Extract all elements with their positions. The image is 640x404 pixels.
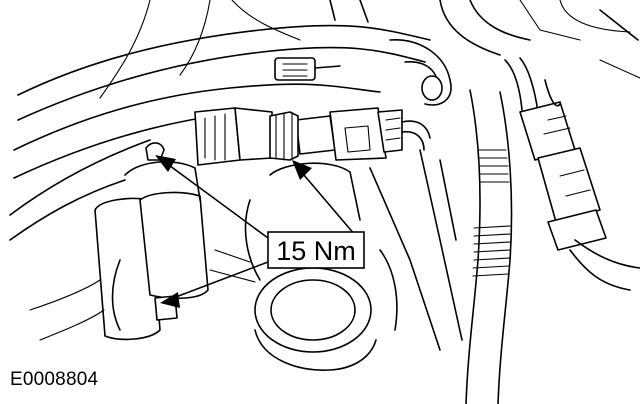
torque-label: 15 Nm xyxy=(276,236,356,266)
arrowhead-upper-left xyxy=(155,155,176,172)
figure-id-label: E0008804 xyxy=(10,369,99,390)
upper-right-hose xyxy=(389,0,640,106)
hex-nut xyxy=(269,111,299,161)
small-connector-top xyxy=(274,57,341,81)
arrowhead-lower-left xyxy=(160,292,180,308)
electrical-connector xyxy=(504,57,640,291)
callout-box xyxy=(267,231,365,269)
torque-callout: 15 Nm xyxy=(267,231,365,269)
left-housing xyxy=(29,142,209,341)
upper-hoses xyxy=(9,0,431,241)
leader-arrows xyxy=(155,155,356,308)
sensor-body xyxy=(194,107,431,166)
wiring-harness xyxy=(369,89,513,404)
arrowhead-hex-nut xyxy=(292,160,312,180)
